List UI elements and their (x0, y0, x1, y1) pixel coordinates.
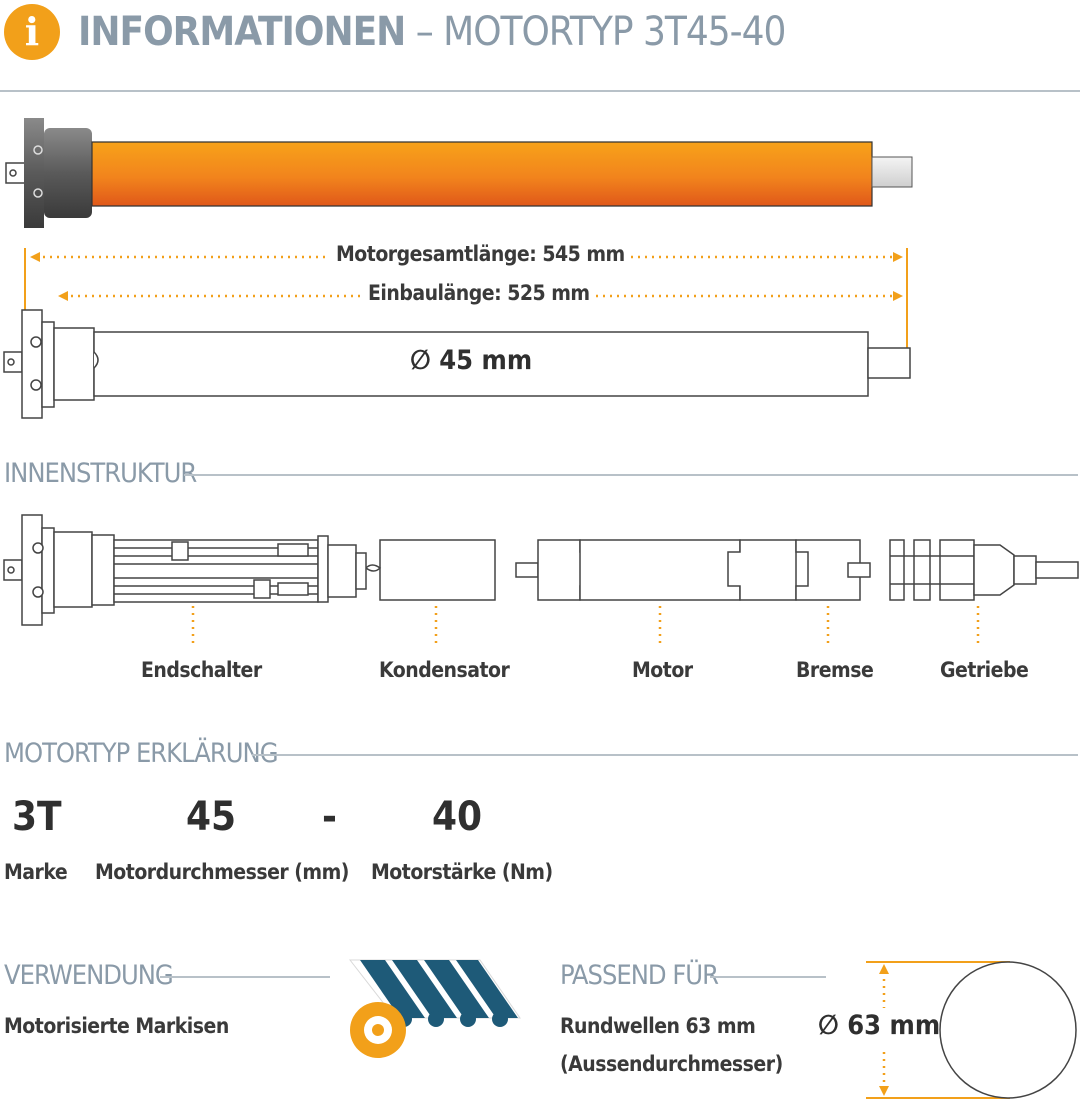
label-torque: Motorstärke (Nm) (371, 860, 553, 884)
page-title: INFORMATIONEN – MOTORTYP 3T45-40 (78, 4, 787, 60)
exploded-view (3, 514, 1079, 626)
motor-diameter-label: ∅ 45 mm (410, 345, 533, 376)
total-length-label: Motorgesamtlänge: 545 mm (330, 242, 631, 266)
part-label-bremse: Bremse (796, 658, 874, 682)
install-length-label: Einbaulänge: 525 mm (362, 281, 596, 305)
code-diameter: 45 (186, 794, 237, 840)
page-title-bold: INFORMATIONEN (78, 9, 406, 55)
shaft-diameter-label: ∅ 63 mm (818, 1010, 941, 1041)
innenstruktur-title: INNENSTRUKTUR (4, 458, 197, 489)
label-brand: Marke (4, 860, 68, 884)
verwendung-text: Motorisierte Markisen (4, 1014, 229, 1038)
code-separator: - (322, 794, 337, 840)
code-brand: 3T (12, 794, 62, 840)
part-label-kondensator: Kondensator (379, 658, 510, 682)
info-icon: i (4, 4, 60, 60)
part-connectors (191, 606, 980, 648)
passend-line2: (Aussendurchmesser) (560, 1052, 783, 1076)
page-title-rest: – MOTORTYP 3T45-40 (405, 9, 787, 55)
part-label-endschalter: Endschalter (141, 658, 262, 682)
passend-line1: Rundwellen 63 mm (560, 1014, 756, 1038)
motor-colored-illustration (5, 118, 913, 228)
innenstruktur-divider (184, 474, 1078, 476)
passend-title: PASSEND FÜR (560, 960, 719, 991)
motor-outline-illustration (3, 309, 911, 419)
header-divider (0, 90, 1080, 92)
awning-illustration (348, 959, 521, 1058)
verwendung-divider (160, 976, 330, 978)
passend-divider (710, 976, 826, 978)
label-diameter: Motordurchmesser (mm) (95, 860, 349, 884)
part-label-motor: Motor (632, 658, 693, 682)
motortyp-title: MOTORTYP ERKLÄRUNG (4, 738, 279, 769)
verwendung-title: VERWENDUNG (4, 960, 174, 991)
motortyp-divider (252, 754, 1078, 756)
shaft-diameter-drawing (866, 961, 1077, 1099)
part-label-getriebe: Getriebe (940, 658, 1029, 682)
code-torque: 40 (432, 794, 483, 840)
